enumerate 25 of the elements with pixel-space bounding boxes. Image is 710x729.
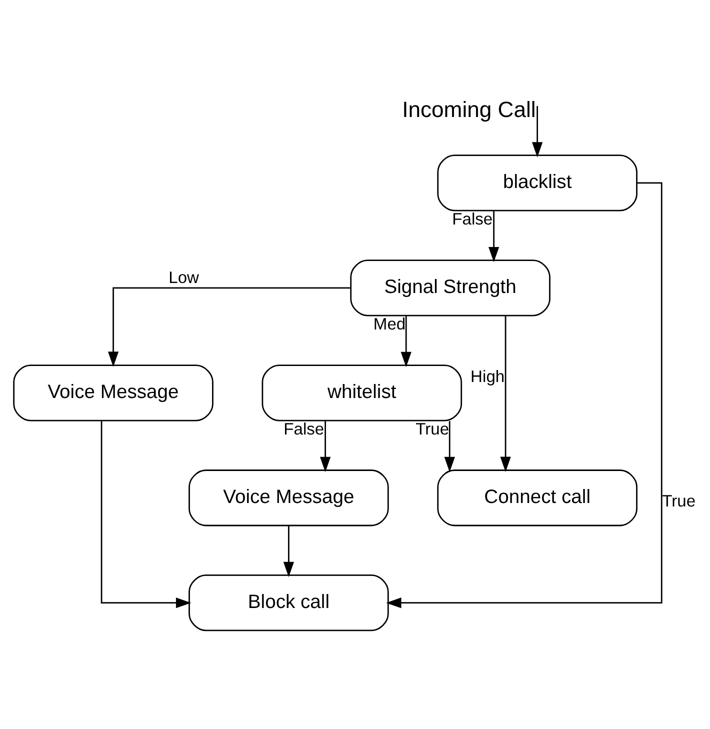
node-box: blacklist: [437, 154, 638, 211]
edge-label: False: [452, 209, 493, 228]
arrow: [488, 210, 500, 262]
node-box: whitelist: [262, 364, 462, 421]
arrow: [400, 316, 412, 367]
arrow: [320, 420, 331, 472]
edge-label: Incoming Call: [402, 96, 536, 122]
arrow: [444, 420, 455, 472]
arrow: [100, 420, 192, 608]
edge-label: Med: [373, 314, 406, 334]
edge-label: High: [470, 366, 505, 386]
edge-label: True: [662, 490, 696, 510]
node-box: Block call: [188, 574, 389, 631]
arrow: [532, 105, 543, 157]
arrow: [108, 286, 351, 366]
arrow: [386, 182, 662, 608]
edge-label: False: [284, 419, 324, 438]
node-box: Voice Message: [13, 364, 214, 421]
arrow: [500, 315, 511, 472]
arrow: [283, 526, 294, 577]
node-box: Voice Message: [188, 469, 389, 526]
node-box: Signal Strength: [350, 259, 550, 316]
edge-label: True: [416, 419, 450, 438]
edge-label: Low: [168, 268, 200, 287]
node-box: Connect call: [437, 469, 638, 526]
